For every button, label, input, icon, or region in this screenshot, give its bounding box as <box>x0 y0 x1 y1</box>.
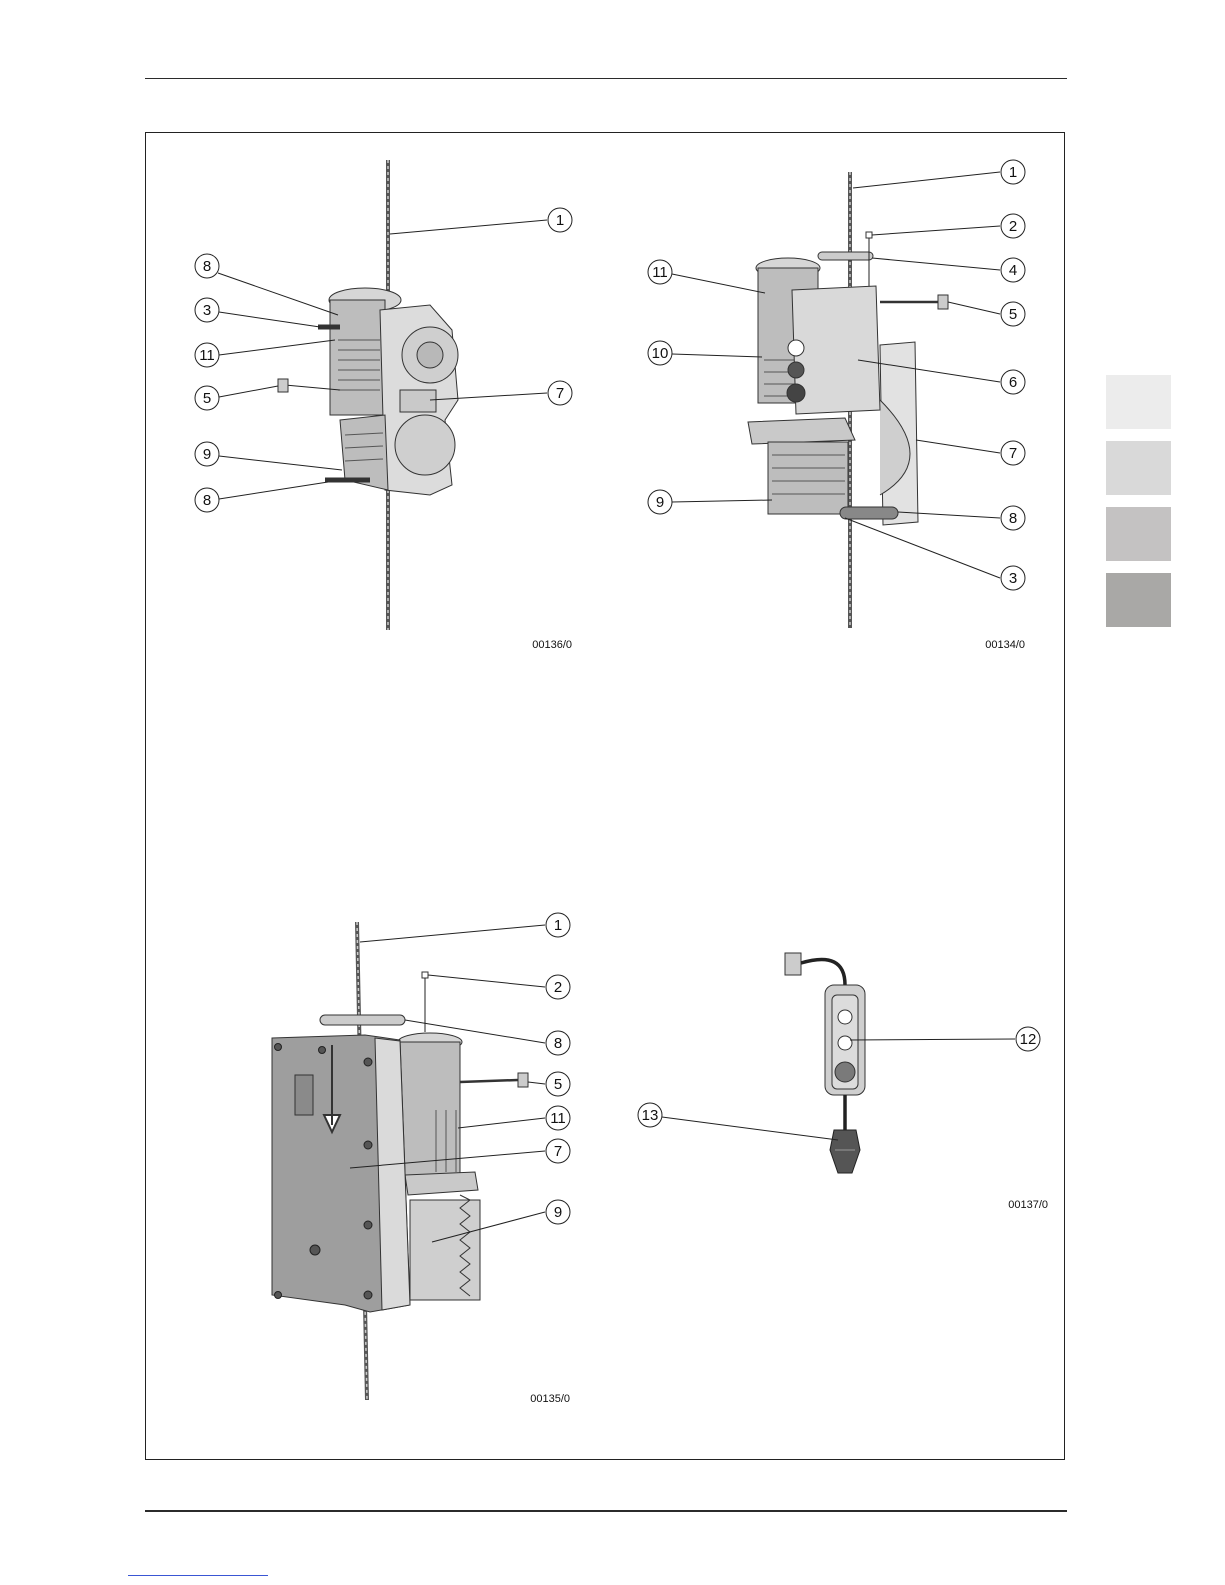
footer-rule <box>145 1510 1067 1512</box>
svg-text:5: 5 <box>554 1076 562 1093</box>
callout-5: 5 <box>528 1072 570 1096</box>
callout-8-bottom: 8 <box>195 482 328 512</box>
figure-code: 00134/0 <box>985 639 1025 651</box>
header-rule <box>145 78 1067 79</box>
svg-text:3: 3 <box>203 302 211 319</box>
svg-text:8: 8 <box>554 1035 562 1052</box>
figure-bottom-right: 12 13 00137/0 <box>640 935 1060 1225</box>
callout-13: 13 <box>638 1103 838 1140</box>
motor <box>398 1042 460 1177</box>
svg-text:7: 7 <box>554 1143 562 1160</box>
callout-11: 11 <box>195 340 335 367</box>
svg-text:6: 6 <box>1009 374 1017 391</box>
callout-1: 1 <box>360 913 570 942</box>
svg-text:5: 5 <box>1009 306 1017 323</box>
svg-text:8: 8 <box>203 258 211 275</box>
svg-text:4: 4 <box>1009 262 1017 279</box>
callout-9: 9 <box>195 442 342 470</box>
figure-code: 00136/0 <box>532 639 572 651</box>
svg-text:11: 11 <box>652 264 668 281</box>
figure-top-left-drawing: 1 8 3 11 5 7 9 8 00136/0 <box>190 150 590 660</box>
figure-top-right: 1 2 11 4 5 10 6 7 9 <box>640 150 1050 660</box>
svg-text:11: 11 <box>199 347 215 364</box>
svg-text:7: 7 <box>556 385 564 402</box>
footer-link-underline[interactable] <box>128 1575 268 1576</box>
figure-code: 00137/0 <box>1008 1199 1048 1211</box>
svg-text:9: 9 <box>203 446 211 463</box>
figure-top-left: 1 8 3 11 5 7 9 8 00136/0 <box>190 150 590 660</box>
svg-text:9: 9 <box>554 1204 562 1221</box>
figure-bottom-left: 1 2 8 5 11 7 9 00135/0 <box>260 910 590 1420</box>
section-tab-1[interactable] <box>1106 375 1171 429</box>
svg-text:8: 8 <box>1009 510 1017 527</box>
callout-2: 2 <box>428 975 570 999</box>
callout-1: 1 <box>853 160 1025 188</box>
svg-text:5: 5 <box>203 390 211 407</box>
svg-text:9: 9 <box>656 494 664 511</box>
section-tab-2[interactable] <box>1106 441 1171 495</box>
figure-bottom-left-drawing: 1 2 8 5 11 7 9 00135/0 <box>260 910 590 1420</box>
callout-5: 5 <box>948 302 1025 326</box>
callout-1: 1 <box>390 208 572 234</box>
callout-10: 10 <box>648 341 762 365</box>
figure-code: 00135/0 <box>530 1393 570 1405</box>
callout-5: 5 <box>195 386 278 410</box>
plug <box>830 1130 860 1173</box>
svg-text:13: 13 <box>642 1107 659 1124</box>
figure-bottom-right-drawing: 12 13 00137/0 <box>640 935 1060 1225</box>
callout-2: 2 <box>872 214 1025 238</box>
callout-7: 7 <box>916 440 1025 465</box>
svg-text:1: 1 <box>1009 164 1017 181</box>
svg-text:1: 1 <box>554 917 562 934</box>
svg-text:2: 2 <box>554 979 562 996</box>
callout-3: 3 <box>845 518 1025 590</box>
svg-text:11: 11 <box>550 1110 566 1127</box>
svg-text:10: 10 <box>652 345 669 362</box>
svg-text:12: 12 <box>1020 1031 1037 1048</box>
svg-text:2: 2 <box>1009 218 1017 235</box>
callout-9: 9 <box>648 490 772 514</box>
section-tab-4[interactable] <box>1106 573 1171 627</box>
motor <box>330 300 385 415</box>
callout-4: 4 <box>872 258 1025 282</box>
callout-11: 11 <box>648 260 765 293</box>
svg-text:8: 8 <box>203 492 211 509</box>
svg-text:3: 3 <box>1009 570 1017 587</box>
callout-11: 11 <box>458 1106 570 1130</box>
svg-text:1: 1 <box>556 212 564 229</box>
section-tab-3[interactable] <box>1106 507 1171 561</box>
svg-text:7: 7 <box>1009 445 1017 462</box>
figure-top-right-drawing: 1 2 11 4 5 10 6 7 9 <box>640 150 1050 660</box>
callout-12: 12 <box>850 1027 1040 1051</box>
